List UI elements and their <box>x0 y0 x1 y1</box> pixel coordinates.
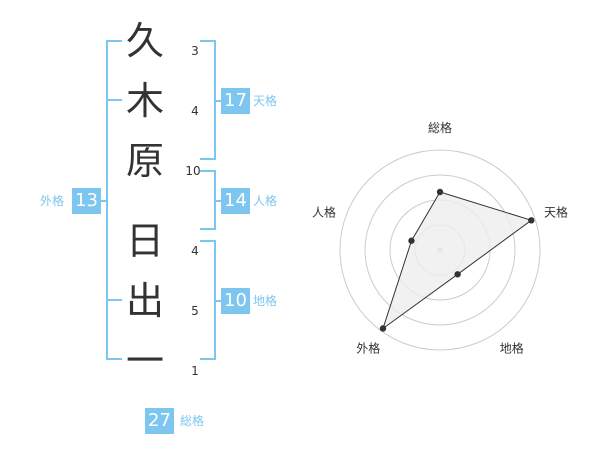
stroke-count-5: 5 <box>191 304 199 318</box>
radar-point-2 <box>528 217 535 224</box>
chikaku-value-badge: 10 <box>221 288 250 314</box>
jinkaku-connector <box>215 200 221 202</box>
stroke-count-3: 10 <box>185 164 201 178</box>
radar-axis-label-1: 総格 <box>428 120 452 135</box>
radar-ring-4 <box>339 149 541 351</box>
chikaku-connector <box>215 300 221 302</box>
gaikaku-bracket-tick <box>106 99 122 101</box>
tenkaku-connector <box>215 100 221 102</box>
gaikaku-value-badge: 13 <box>72 188 101 214</box>
name-char-6: 一 <box>125 339 164 383</box>
radar-point-1 <box>436 188 444 196</box>
jinkaku-value-badge: 14 <box>221 188 250 214</box>
jinkaku-label: 人格 <box>253 194 278 208</box>
radar-point-3 <box>454 271 461 278</box>
radar-series-polygon <box>382 191 533 330</box>
radar-axis-label-3: 地格 <box>500 341 524 356</box>
name-char-5: 出 <box>125 279 164 323</box>
radar-ring-3 <box>364 174 516 326</box>
stroke-count-4: 4 <box>191 244 199 258</box>
gaikaku-bracket-tick <box>106 299 122 301</box>
stroke-count-6: 1 <box>191 364 199 378</box>
radar-axis-label-2: 天格 <box>544 204 568 219</box>
name-char-1: 久 <box>125 19 164 63</box>
name-char-2: 木 <box>125 79 164 123</box>
gaikaku-bracket <box>106 40 122 360</box>
soukaku-label: 総格 <box>180 414 205 428</box>
chikaku-bracket <box>200 240 216 360</box>
chikaku-label: 地格 <box>253 294 278 308</box>
tenkaku-bracket <box>200 40 216 160</box>
tenkaku-value-badge: 17 <box>221 88 250 114</box>
gaikaku-label: 外格 <box>40 194 65 208</box>
radar-point-5 <box>408 237 415 244</box>
name-char-3: 原 <box>125 139 164 183</box>
radar-axis-label-5: 人格 <box>312 204 336 219</box>
gaikaku-connector <box>100 200 107 202</box>
radar-axis-label-4: 外格 <box>356 341 380 356</box>
stroke-count-1: 3 <box>191 44 199 58</box>
tenkaku-label: 天格 <box>253 94 278 108</box>
radar-point-4 <box>379 325 387 332</box>
stroke-count-2: 4 <box>191 104 199 118</box>
name-char-4: 日 <box>125 219 164 263</box>
soukaku-value-badge: 27 <box>145 408 174 434</box>
jinkaku-bracket <box>200 170 216 230</box>
